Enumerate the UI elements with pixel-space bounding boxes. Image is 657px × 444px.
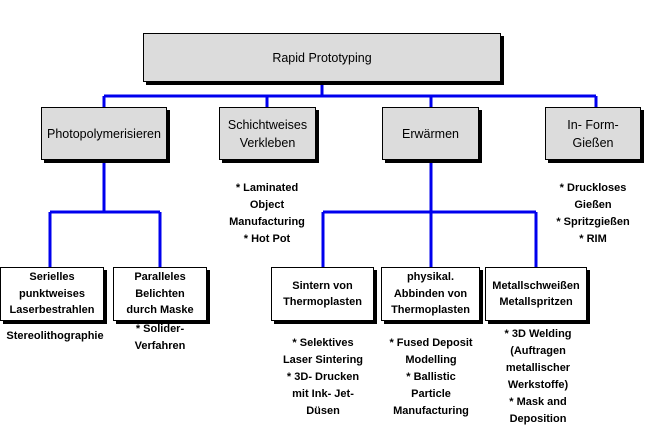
- subprocess-metallschweissen: Metallschweißen Metallspritzen: [485, 267, 587, 321]
- subprocess-paralleles-belichten: Paralleles Belichten durch Maske: [113, 267, 207, 321]
- note-paralleles-belichten: * Solider- Verfahren: [134, 323, 186, 352]
- note-metallschweissen: * 3D Welding (Auftragen metallischer Wer…: [504, 328, 572, 425]
- note-in-form-giessen: * Druckloses Gießen * Spritzgießen * RIM: [556, 182, 630, 245]
- subprocess-label: Metallschweißen Metallspritzen: [492, 279, 580, 309]
- category-schichtweises-verkleben: Schichtweises Verkleben: [219, 107, 316, 160]
- category-photopolymerisieren: Photopolymerisieren: [41, 107, 167, 160]
- note-schichtweises-verkleben: * Laminated Object Manufacturing * Hot P…: [229, 182, 305, 245]
- category-erwaermen: Erwärmen: [382, 107, 479, 160]
- root-label: Rapid Prototyping: [272, 50, 372, 65]
- category-label: Erwärmen: [402, 126, 459, 141]
- subprocess-physikal-abbinden: physikal. Abbinden von Thermoplasten: [381, 267, 480, 321]
- category-label: In- Form- Gießen: [567, 117, 619, 150]
- subprocess-label: Paralleles Belichten durch Maske: [126, 271, 194, 317]
- category-label: Schichtweises Verkleben: [227, 117, 308, 150]
- category-label: Photopolymerisieren: [47, 126, 161, 141]
- subprocess-label: Serielles punktweises Laserbestrahlen: [9, 271, 95, 317]
- subprocess-label: Sintern von Thermoplasten: [283, 279, 362, 309]
- category-in-form-giessen: In- Form- Gießen: [545, 107, 641, 160]
- note-physikal-abbinden: * Fused Deposit Modelling * Ballistic Pa…: [389, 337, 473, 417]
- subprocess-sintern: Sintern von Thermoplasten: [271, 267, 374, 321]
- root-node: Rapid Prototyping: [143, 33, 501, 82]
- subprocess-serielles-laserbestrahlen: Serielles punktweises Laserbestrahlen: [0, 267, 104, 321]
- subprocess-label: physikal. Abbinden von Thermoplasten: [391, 271, 470, 317]
- note-sintern: * Selektives Laser Sintering * 3D- Druck…: [282, 337, 364, 417]
- note-stereolithographie: Stereolithographie: [6, 330, 104, 342]
